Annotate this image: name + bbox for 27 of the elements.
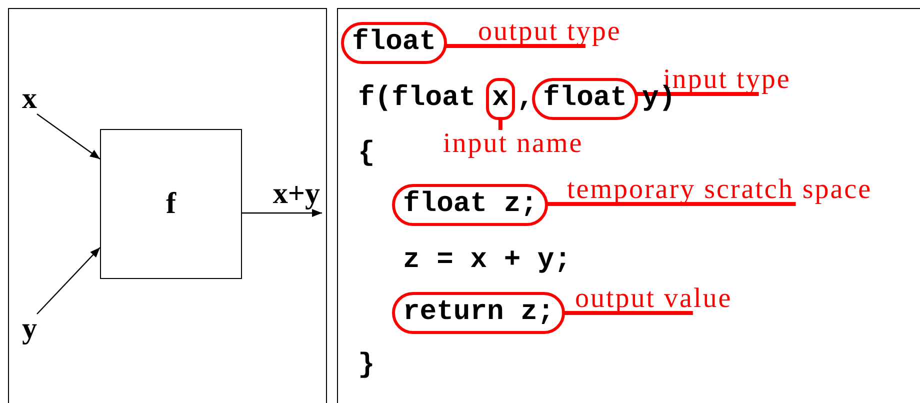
variable-label: y: [22, 314, 37, 344]
function-name: f: [166, 189, 176, 219]
circled-code: return z;: [392, 292, 566, 334]
circled-code: float z;: [392, 184, 548, 226]
annotation-text: input name: [443, 130, 584, 158]
code-text: z = x + y;: [403, 245, 572, 277]
annotation-text: temporary scratch space: [567, 176, 872, 204]
leader-line: [563, 311, 693, 315]
annotation-text: output type: [478, 18, 622, 46]
leader-line: [636, 92, 759, 96]
leader-line: [498, 120, 502, 130]
code-text: ,: [517, 83, 534, 115]
leader-line: [546, 202, 796, 206]
code-text: }: [358, 350, 375, 382]
code-text: {: [358, 138, 375, 170]
variable-label: x: [22, 84, 37, 114]
circled-code: float: [532, 78, 638, 120]
arrow: [36, 247, 100, 314]
function-box: [100, 129, 242, 279]
arrow: [242, 209, 322, 217]
leader-line: [445, 44, 586, 48]
code-text: f(float: [358, 83, 476, 115]
annotation-text: output value: [575, 285, 732, 313]
circled-code: float: [341, 22, 448, 64]
arrow: [36, 114, 100, 160]
edge-label: x+y: [272, 179, 320, 209]
circled-code: x: [486, 78, 515, 120]
